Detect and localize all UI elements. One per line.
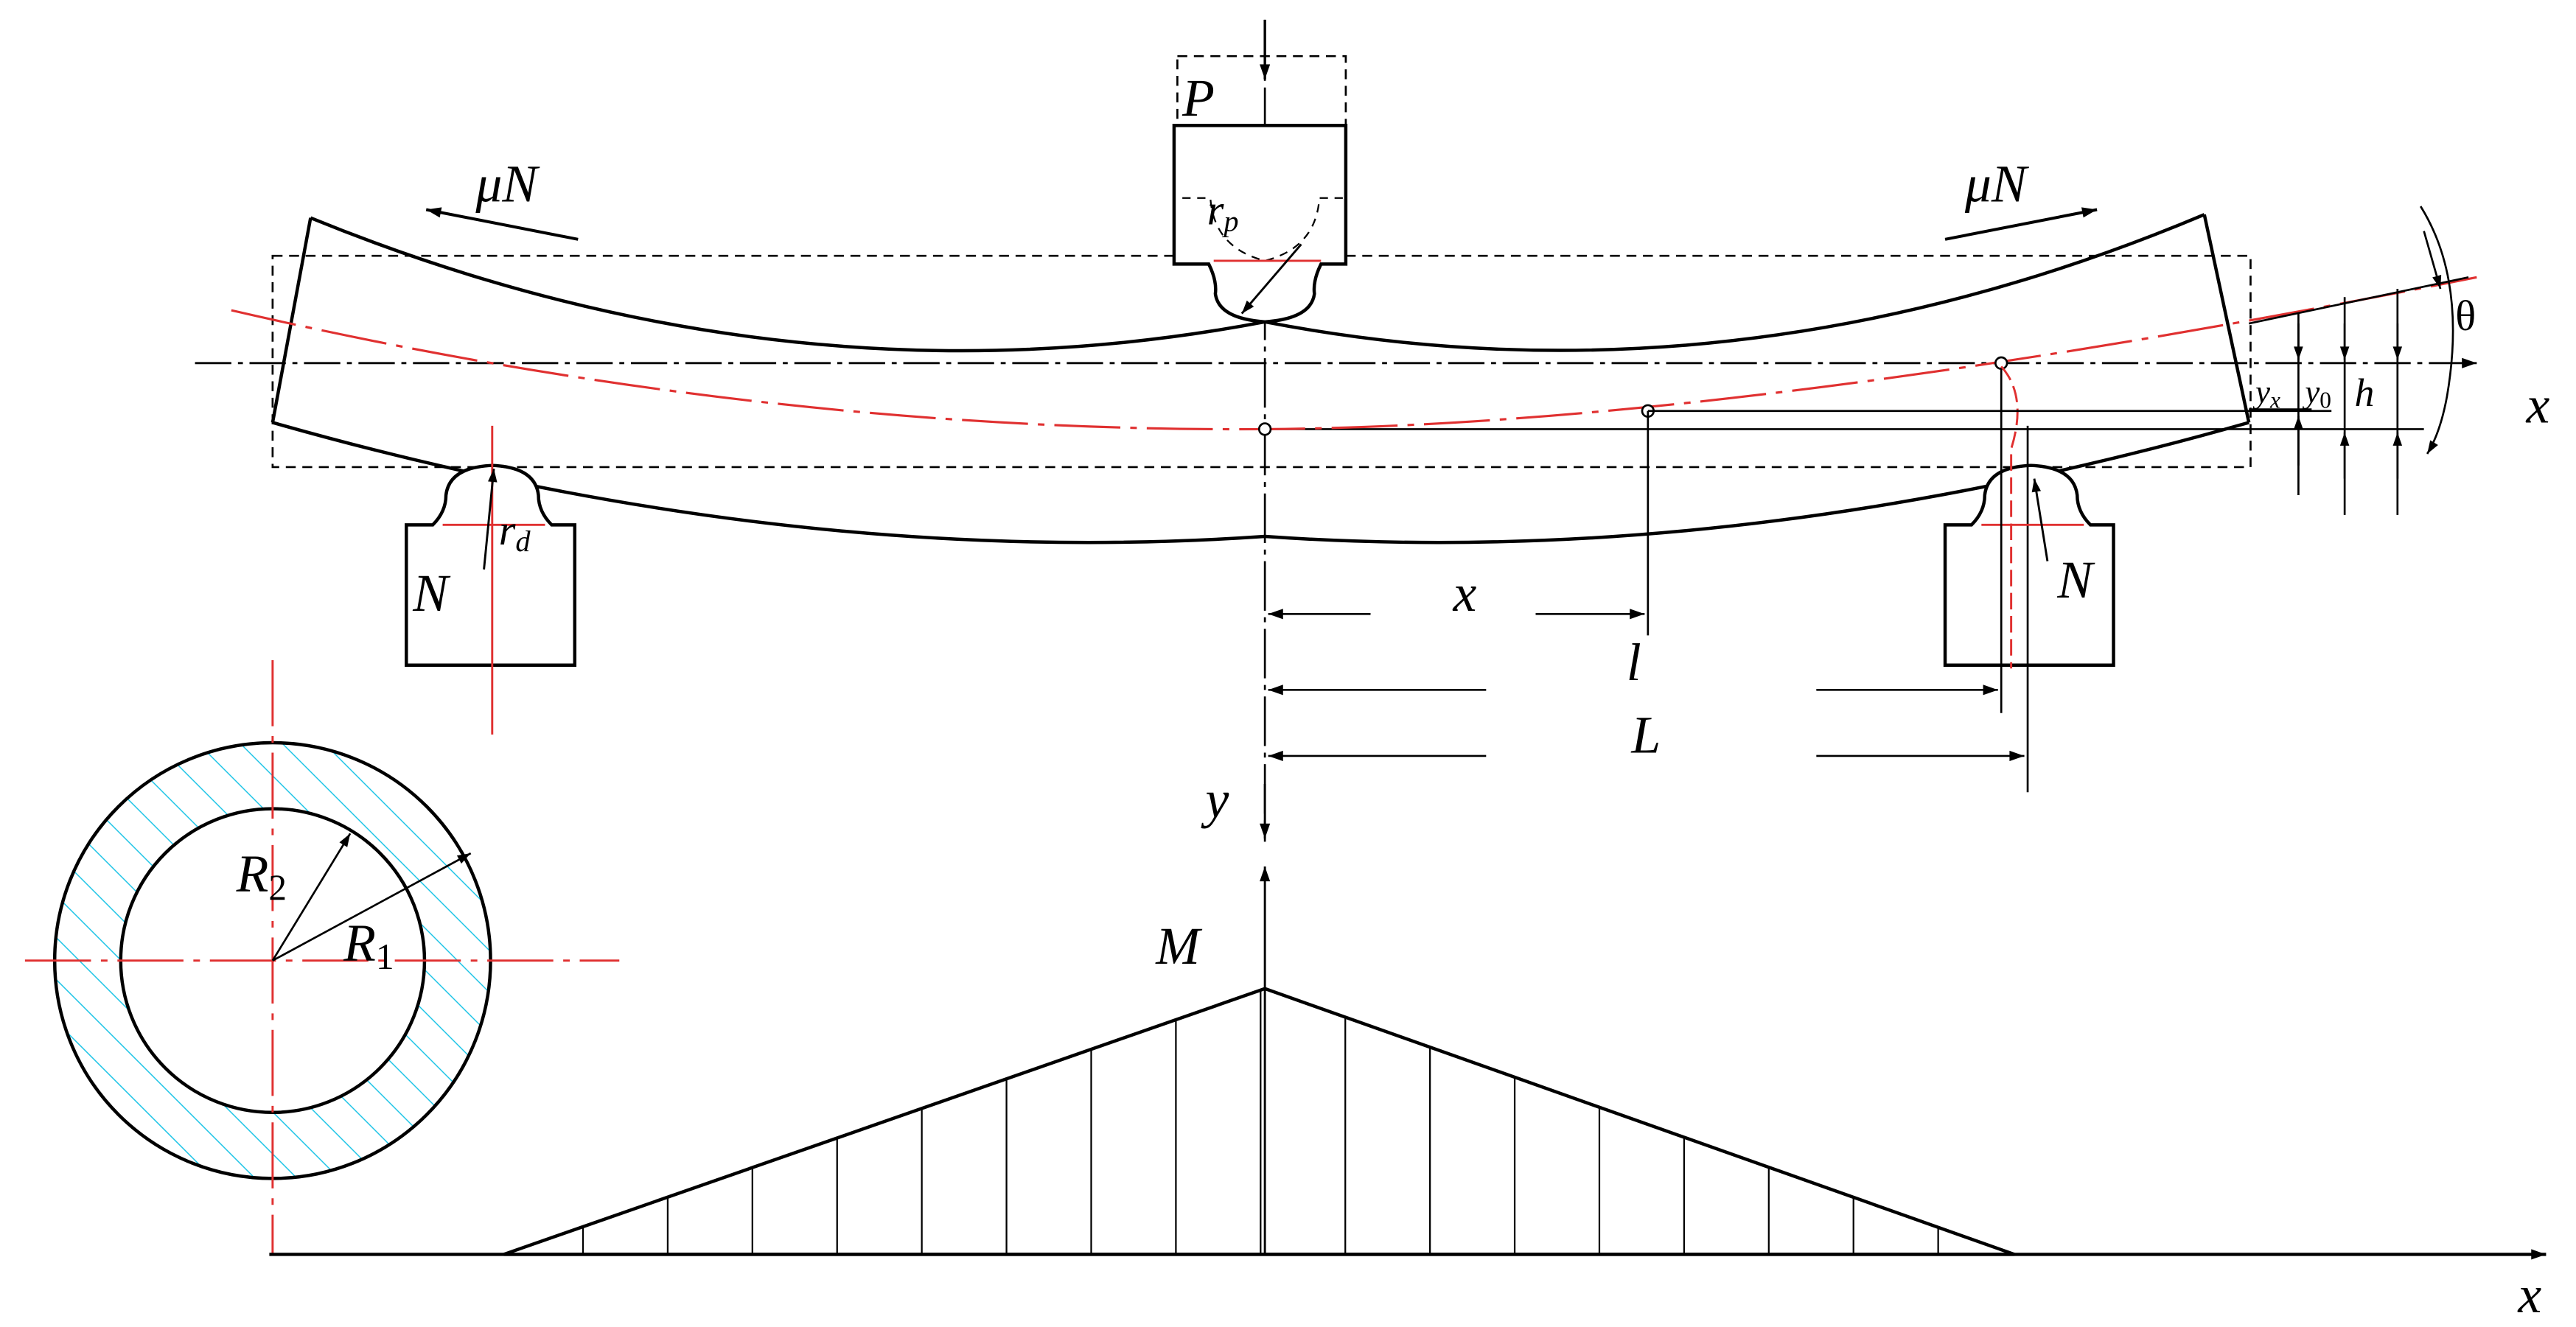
friction-right-label: μN: [1964, 154, 2030, 213]
reaction-right-label: N: [2056, 550, 2095, 609]
inner-radius-arrow: [271, 833, 352, 962]
punch-body: [1172, 124, 1348, 324]
undeformed-beam-outline: [271, 254, 2252, 469]
reaction-left-label: N: [412, 564, 451, 623]
angle-label: θ: [2455, 292, 2476, 340]
moment-x-axis-label: x: [2517, 1265, 2541, 1324]
inner-radius-label: R2: [236, 844, 287, 908]
tube-wall-hatch: [55, 743, 491, 1179]
die-radius-label: rd: [499, 506, 531, 558]
punch-radius-arrow: [1240, 243, 1302, 315]
deflection-dims: [1647, 206, 2469, 515]
support-contact-node: [1994, 356, 2008, 370]
moment-label: M: [1155, 917, 1202, 976]
moment-triangle: [503, 987, 2015, 1256]
h-label: h: [2355, 371, 2375, 415]
friction-right-arrow: [1944, 207, 2098, 241]
friction-left-label: μN: [475, 154, 540, 213]
right-support-red-guide: [2000, 365, 2019, 669]
moment-hatch-lines: [582, 990, 1939, 1255]
yx-label: yx: [2252, 374, 2280, 413]
die-radius-arrow: [483, 469, 498, 570]
punch: [1172, 19, 1348, 324]
punch-ghost-nose: [1182, 197, 1348, 262]
dim-L-label: L: [1630, 705, 1661, 764]
dim-l-label: l: [1627, 633, 1641, 692]
y-axis-label: y: [1201, 770, 1229, 829]
x-axis-label: x: [2526, 375, 2550, 434]
dim-x-label: x: [1453, 564, 1477, 623]
angle-arc: [2420, 206, 2454, 455]
friction-left-arrow: [425, 207, 579, 241]
right-support-body: [1943, 463, 2115, 667]
punch-radius-label: rp: [1207, 186, 1239, 238]
beam-left-end: [270, 217, 313, 423]
beam-right-end: [2202, 214, 2251, 423]
right-reaction-arrow: [2031, 478, 2049, 561]
left-support: [405, 425, 577, 735]
angle-ray: [2248, 276, 2469, 325]
angle-arc-head: [2423, 231, 2442, 290]
y0-label: y0: [2302, 374, 2331, 413]
outer-radius-label: R1: [343, 914, 394, 977]
moment-diagram: [269, 866, 2547, 1260]
dimensions: [1268, 369, 2025, 761]
tube-cross-section: [24, 660, 620, 1255]
deflection-curve: [231, 276, 2477, 431]
right-support: [1943, 365, 2115, 793]
load-label: P: [1181, 69, 1215, 127]
midpoint-node: [1257, 422, 1272, 436]
outer-radius-arrow: [272, 852, 472, 962]
